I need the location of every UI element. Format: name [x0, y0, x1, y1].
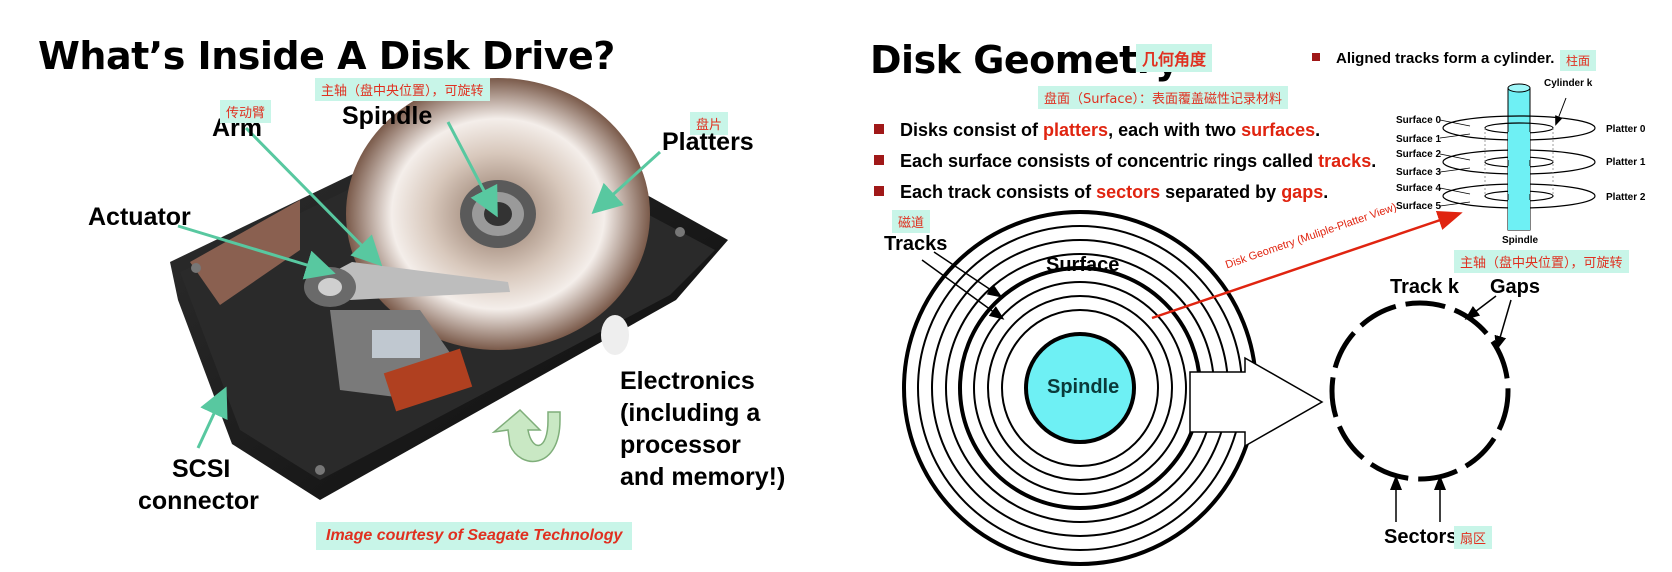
electronics-label-line3: processor: [620, 431, 741, 459]
mini-surface-5: Surface 5: [1396, 201, 1442, 212]
right-slide-title: Disk Geometry: [870, 38, 1180, 82]
tracks-pointer-1: [933, 251, 1003, 298]
sectors-note: 扇区: [1454, 526, 1493, 549]
spindle-note-right: 主轴（盘中央位置），可旋转: [1454, 250, 1629, 273]
surface-note: 盘面（Surface）：表面覆盖磁性记录材料: [1038, 86, 1289, 109]
gaps-label: Gaps: [1490, 276, 1541, 298]
platters-note: 盘片: [690, 112, 729, 135]
mini-spindle-label: Spindle: [1502, 235, 1539, 246]
actuator-pointer: [177, 224, 336, 280]
title-note: 几何角度: [1136, 44, 1213, 72]
sectors-label: Sectors: [1384, 526, 1458, 548]
zoom-arrow: [1189, 356, 1324, 448]
actuator-label: Actuator: [88, 203, 191, 231]
mini-platter-1: Platter 1: [1606, 157, 1646, 168]
tracks-note: 磁道: [892, 210, 931, 233]
cylinder-k-label: Cylinder k: [1544, 78, 1593, 89]
arm-note: 传动臂: [220, 100, 272, 123]
tracks-label: Tracks: [884, 233, 948, 255]
actuator-arm: [304, 262, 510, 412]
electronics-label-line4: and memory!): [620, 463, 786, 491]
track-k-label: Track k: [1390, 276, 1459, 298]
mini-surface-0: Surface 0: [1396, 115, 1442, 126]
platters-pointer: [591, 150, 662, 215]
mini-surface-3: Surface 3: [1396, 167, 1442, 178]
scsi-label-line1: SCSI: [172, 455, 231, 483]
spindle-circle: [1024, 332, 1136, 444]
arm-pointer: [244, 126, 383, 267]
electronics-label-line2: (including a: [620, 399, 761, 427]
track-k-circle: [1329, 300, 1511, 482]
cylinder-note: 柱面: [1560, 50, 1597, 71]
spindle-pointer: [446, 121, 498, 218]
left-slide-title: What’s Inside A Disk Drive?: [38, 34, 615, 78]
mini-surface-4: Surface 4: [1396, 183, 1442, 194]
scsi-label-line2: connector: [138, 487, 259, 515]
spindle-note: 主轴（盘中央位置），可旋转: [315, 78, 490, 101]
electronics-label-line1: Electronics: [620, 367, 755, 395]
bullet-1: Disks consist of platters, each with two…: [874, 120, 1320, 141]
bullet-2: Each surface consists of concentric ring…: [874, 151, 1376, 172]
bullet-3: Each track consists of sectors separated…: [874, 182, 1328, 203]
cylinder-bullet: Aligned tracks form a cylinder.: [1312, 50, 1554, 67]
electronics-curved-arrow: [491, 408, 561, 462]
gaps-pointer-2: [1494, 299, 1512, 351]
spindle-label: Spindle: [342, 102, 433, 130]
surface-label: Surface: [1046, 254, 1120, 276]
mini-surface-2: Surface 2: [1396, 149, 1442, 160]
mini-platter-2: Platter 2: [1606, 192, 1646, 203]
scsi-pointer: [196, 386, 228, 449]
mini-surface-1: Surface 1: [1396, 134, 1442, 145]
spindle-circle-label: Spindle: [1047, 376, 1120, 398]
mini-platter-0: Platter 0: [1606, 124, 1646, 135]
tracks-pointer-2: [921, 259, 1005, 320]
multi-platter-diagram: [1439, 83, 1596, 231]
gaps-pointer-1: [1464, 295, 1497, 320]
image-credit: Image courtesy of Seagate Technology: [316, 522, 633, 550]
multi-platter-link-arrow: [1151, 210, 1463, 320]
platters-label: Platters: [662, 128, 754, 156]
